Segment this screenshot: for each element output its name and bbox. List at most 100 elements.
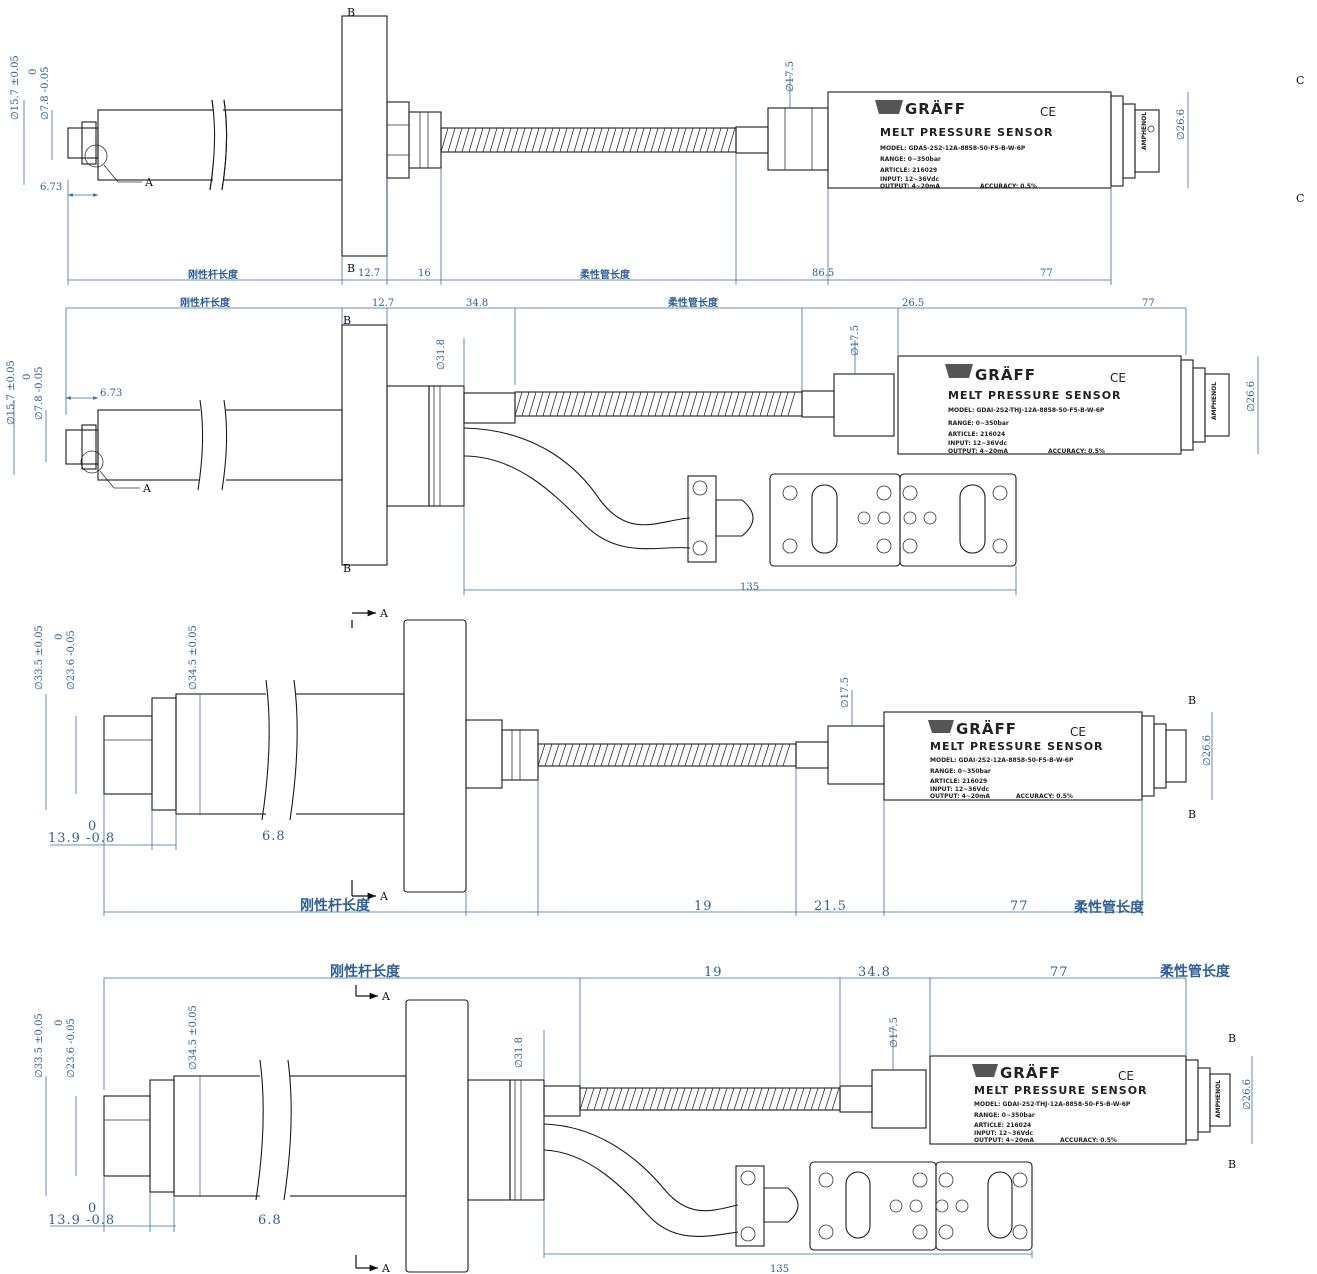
sensor-article: ARTICLE: 216024	[974, 1122, 1031, 1129]
dim-dia-outer: ∅15.7 ±0.05	[6, 360, 17, 425]
sensor-range: RANGE: 0~350bar	[948, 420, 1009, 427]
dim-body-dia: ∅26.6	[1246, 381, 1257, 412]
flange	[341, 15, 388, 257]
hex-nut	[465, 719, 503, 789]
rigid-length-label: 刚性杆长度	[300, 897, 371, 914]
dim-thermo: 135	[740, 582, 759, 593]
sensor-input: INPUT: 12~36Vdc	[948, 440, 1007, 447]
view-3-large-standard-sensor: A A ∅17.5 GRÄFF CE MELT PRESSURE SENSOR …	[34, 607, 1213, 916]
dim-nut: 21.5	[814, 899, 847, 914]
tube-end	[839, 1085, 873, 1113]
sensor-output: OUTPUT: 4~20mA	[948, 448, 1008, 455]
section-b-top: B	[1188, 694, 1196, 707]
section-b-top: B	[347, 6, 355, 19]
ce-mark: CE	[1070, 725, 1086, 739]
housing	[467, 1079, 511, 1201]
break-line	[261, 679, 298, 821]
thermocouple-plug	[735, 1161, 1033, 1251]
ce-mark: CE	[1110, 371, 1126, 385]
sensor-article: ARTICLE: 216029	[880, 167, 937, 174]
sensor-input: INPUT: 12~36Vdc	[930, 786, 989, 793]
dim-nut-dia: ∅17.5	[840, 677, 851, 708]
section-b-bottom: B	[343, 562, 351, 575]
dim-housing-dia: ∅31.8	[514, 1037, 525, 1068]
graff-logo-icon	[972, 1064, 998, 1077]
housing-collar	[509, 1079, 545, 1201]
flex-length-label: 柔性管长度	[1159, 963, 1231, 980]
sensor-output: OUTPUT: 4~20mA	[974, 1137, 1034, 1144]
flexible-tube	[440, 127, 737, 153]
connector-label: AMPHENOL	[1211, 382, 1218, 420]
dim-body-dia: ∅26.6	[1202, 735, 1213, 766]
view-2-thermocouple-sensor: 刚性杆长度 12.7 34.8 柔性管长度 26.5 77 A 6.73 ∅15…	[6, 296, 1259, 595]
dim-step: 6.8	[258, 1213, 282, 1228]
section-a-bottom: A	[381, 1262, 391, 1274]
body-nut	[767, 107, 829, 171]
sensor-range: RANGE: 0~350bar	[930, 768, 991, 775]
graff-logo-icon	[945, 364, 973, 378]
sensor-input: INPUT: 12~36Vdc	[974, 1130, 1033, 1137]
tube-end	[801, 390, 835, 418]
dim-body-dia: ∅26.6	[1242, 1079, 1253, 1110]
sensor-body: GRÄFF CE MELT PRESSURE SENSOR MODEL: GDA…	[883, 711, 1143, 801]
dim-dia-outer: ∅33.5 ±0.05	[34, 1013, 45, 1078]
dim-dia-zero: 0	[28, 69, 39, 75]
tube-adapter	[543, 1085, 581, 1117]
body-nut	[833, 373, 895, 437]
probe-tip	[67, 127, 99, 159]
thermocouple-cable	[543, 1123, 739, 1212]
sensor-brand: GRÄFF	[905, 99, 966, 118]
dim-nut-dia: ∅17.5	[850, 325, 861, 356]
probe-tip	[103, 1095, 151, 1177]
sensor-model: MODEL: GDA5-2S2-12A-8858-50-F5-B-W-6P	[880, 145, 1026, 152]
sensor-output: OUTPUT: 4~20mA	[880, 183, 940, 190]
dim-dia-inner: ∅7.8 -0.05	[40, 67, 51, 120]
dim-dia-inner: ∅23.6 -0.05	[66, 1018, 77, 1078]
tube-adapter	[463, 392, 516, 424]
hex-nut	[386, 101, 410, 179]
section-b-bottom: B	[1228, 1158, 1236, 1171]
dim-dia-zero: 0	[22, 374, 33, 380]
dim-dia-step: ∅34.5 ±0.05	[188, 625, 199, 690]
tube-end	[795, 741, 829, 769]
flexible-tube	[514, 391, 803, 417]
rigid-length-label: 刚性杆长度	[330, 963, 401, 980]
tube-end	[735, 126, 769, 154]
section-b-bottom: B	[347, 262, 355, 275]
rigid-length-label: 刚性杆长度	[180, 296, 231, 309]
detail-a-circle	[84, 144, 108, 168]
probe-tip	[103, 715, 153, 795]
probe-step	[149, 1079, 175, 1193]
dim-tip-zero: 0	[88, 1201, 97, 1216]
section-a-bottom: A	[379, 890, 389, 903]
section-a-top: A	[379, 607, 389, 620]
dim-dia-zero: 0	[54, 634, 65, 640]
dim-housing: 34.8	[858, 965, 891, 980]
connector: AMPHENOL	[1110, 95, 1160, 187]
neck	[408, 111, 442, 169]
sensor-body: GRÄFF CE MELT PRESSURE SENSOR MODEL: GDA…	[929, 1055, 1187, 1145]
dim-tip: 13.9 -0.8	[48, 831, 115, 846]
view-1-standard-sensor: A B B GRÄFF CE MELT PRESSURE SENSOR MODE	[10, 6, 1189, 285]
view-4-large-thermocouple-sensor: 刚性杆长度 19 34.8 77 柔性管长度 A A ∅31.8 ∅17.5	[34, 963, 1253, 1274]
dim-tip: 13.9 -0.8	[48, 1213, 115, 1228]
flange	[405, 999, 469, 1273]
sensor-model: MODEL: GDAI-2S2-12A-8858-50-F5-B-W-6P	[930, 757, 1074, 764]
detail-a-label: A	[144, 176, 154, 189]
ce-mark: CE	[1040, 105, 1056, 119]
flange	[341, 324, 388, 566]
graff-logo-icon	[928, 720, 954, 733]
graff-logo-icon	[875, 100, 903, 114]
connector: AMPHENOL	[1185, 1059, 1231, 1141]
housing-collar	[428, 385, 465, 507]
dim-dia-inner: ∅23.6 -0.05	[66, 630, 77, 690]
dim-housing-dia: ∅31.8	[436, 339, 447, 370]
sensor-accuracy: ACCURACY: 0.5%	[980, 183, 1037, 190]
dim-thermo: 135	[770, 1264, 789, 1274]
sensor-range: RANGE: 0~350bar	[974, 1112, 1035, 1119]
connector	[1141, 715, 1187, 797]
dim-nut: 86.5	[812, 268, 834, 279]
sensor-brand: GRÄFF	[975, 365, 1036, 384]
dim-body: 77	[1050, 965, 1069, 980]
